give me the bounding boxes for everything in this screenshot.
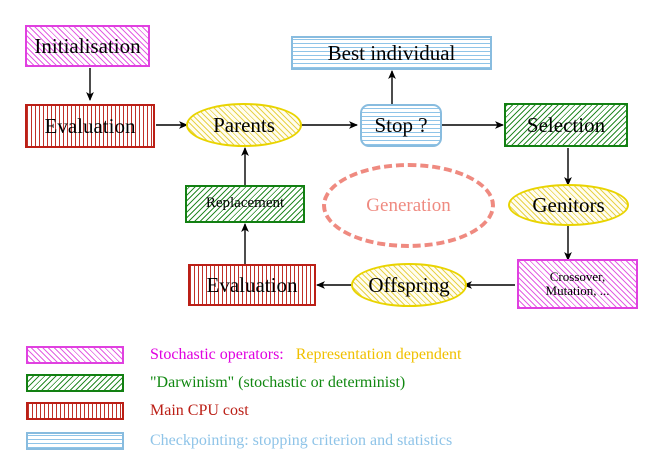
node-stop[interactable]: Stop ? — [360, 104, 442, 147]
node-initialisation-label: Initialisation — [34, 33, 141, 58]
legend-label-stochastic-operators: Stochastic operators: Representation depe… — [150, 346, 461, 364]
legend-text-darwinism: "Darwinism" (stochastic or determinist) — [150, 374, 406, 391]
legend-row-cpu-cost: Main CPU cost — [26, 400, 249, 422]
node-evaluation-top-label: Evaluation — [44, 113, 136, 138]
node-parents-label: Parents — [213, 112, 275, 137]
node-genitors-label: Genitors — [532, 192, 605, 217]
node-parents[interactable]: Parents — [186, 103, 302, 147]
node-initialisation[interactable]: Initialisation — [25, 25, 150, 67]
legend-swatch-stochastic-operators — [26, 346, 124, 364]
legend-text-checkpointing: Checkpointing: stopping criterion and st… — [150, 432, 453, 449]
node-generation-annotation: Generation — [322, 163, 495, 248]
node-evaluation-bottom[interactable]: Evaluation — [188, 264, 316, 306]
node-selection[interactable]: Selection — [504, 103, 628, 147]
legend-row-stochastic: Stochastic operators: Representation depe… — [26, 344, 461, 366]
node-crossover-mutation[interactable]: Crossover, Mutation, ... — [517, 259, 638, 309]
legend-swatch-darwinism — [26, 374, 124, 392]
legend-row-checkpointing: Checkpointing: stopping criterion and st… — [26, 430, 452, 452]
node-replacement[interactable]: Replacement — [185, 185, 305, 223]
legend-row-darwinism: "Darwinism" (stochastic or determinist) — [26, 372, 405, 394]
node-offspring-label: Offspring — [368, 272, 450, 297]
legend-text-stochastic: Stochastic operators: — [150, 346, 284, 363]
node-offspring[interactable]: Offspring — [351, 263, 467, 307]
legend-label-main-cpu-cost: Main CPU cost — [150, 402, 249, 420]
node-crossover-label-line2: Mutation, ... — [545, 283, 610, 298]
legend-label-darwinism: "Darwinism" (stochastic or determinist) — [150, 374, 405, 392]
node-generation-label: Generation — [366, 194, 451, 216]
node-evaluation-bottom-label: Evaluation — [206, 272, 298, 297]
legend-swatch-checkpointing — [26, 432, 124, 450]
node-selection-label: Selection — [526, 112, 606, 137]
node-stop-label: Stop ? — [374, 113, 428, 138]
legend-text-representation: Representation dependent — [295, 346, 462, 363]
legend-text-cpu-cost: Main CPU cost — [150, 402, 249, 419]
legend-swatch-main-cpu-cost — [26, 402, 124, 420]
node-best-individual-label: Best individual — [327, 40, 456, 65]
node-evaluation-top[interactable]: Evaluation — [25, 104, 155, 148]
legend-label-checkpointing: Checkpointing: stopping criterion and st… — [150, 432, 452, 450]
node-replacement-label: Replacement — [205, 195, 285, 212]
node-genitors[interactable]: Genitors — [508, 184, 629, 226]
node-best-individual[interactable]: Best individual — [291, 36, 492, 70]
node-crossover-label-line1: Crossover, — [549, 269, 606, 285]
